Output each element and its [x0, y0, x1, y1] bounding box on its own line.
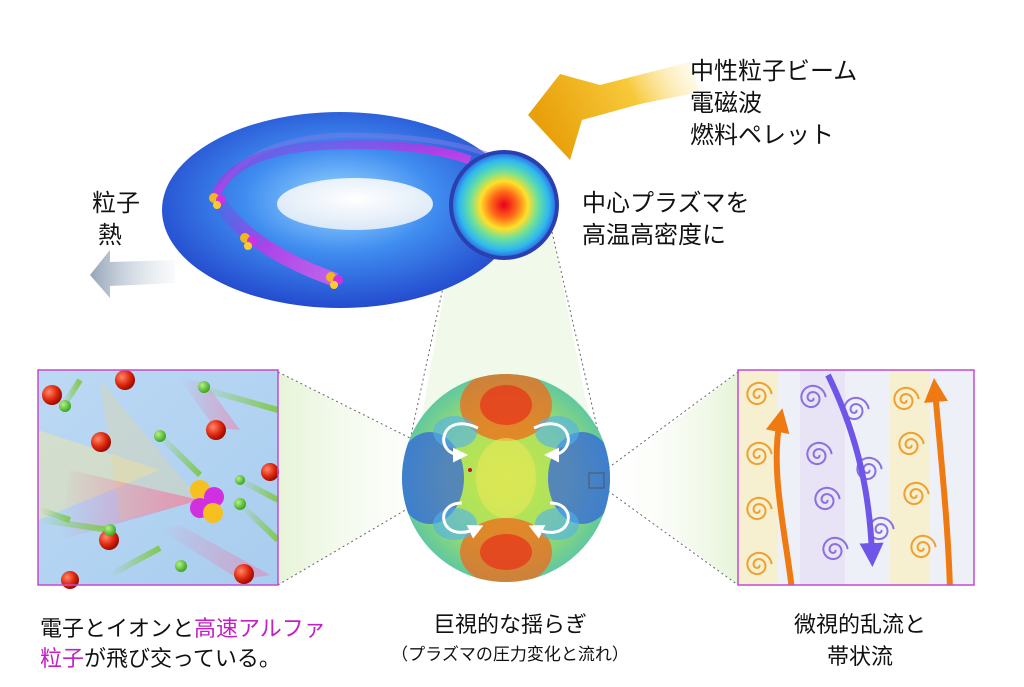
core-label-line1: 中心プラズマを: [582, 189, 750, 217]
ion: [42, 385, 62, 405]
input-label-em-wave: 電磁波: [690, 89, 762, 117]
turbulence-vortex: [814, 486, 841, 511]
turbulence-vortex: [806, 441, 833, 466]
zonal-flow-arrow-up: [765, 408, 795, 585]
input-label-fuel-pellet: 燃料ペレット: [690, 121, 834, 149]
micro-panel-title-line2: 帯状流: [826, 645, 893, 670]
zoom-box: [588, 472, 605, 489]
electron: [154, 430, 166, 442]
core-label-line2: 高温高密度に: [582, 221, 726, 249]
zonal-flow-arrow-up: [924, 378, 953, 585]
turbulence-vortex: [822, 536, 849, 561]
heating-beam-arrow: [528, 62, 700, 160]
flow-vortex-arrow: [528, 501, 570, 539]
macro-panel-title: 巨視的な揺らぎ: [432, 613, 587, 638]
zonal-flow-arrow-down: [825, 373, 884, 567]
turbulence-vortex: [746, 551, 773, 576]
electron: [235, 475, 245, 485]
macro-panel-subtitle: （プラズマの圧力変化と流れ）: [391, 645, 629, 665]
alpha-particle: [190, 480, 224, 523]
caption-text: 電子とイオンと: [40, 617, 195, 642]
turbulence-panel: [737, 369, 975, 586]
turbulence-vortex: [868, 516, 895, 541]
ion: [61, 571, 79, 589]
ion: [115, 370, 135, 390]
zoom-line: [599, 371, 739, 475]
zoom-fan-left: [278, 372, 470, 585]
ion: [261, 463, 279, 481]
zoom-fan-right: [600, 372, 738, 585]
input-label-neutral-beam: 中性粒子ビーム: [690, 57, 858, 85]
macroscopic-fluctuation-map: [402, 374, 610, 582]
loss-label-particles: 粒子: [92, 189, 140, 217]
flow-vortex-arrow: [442, 501, 484, 539]
turbulence-vortex: [746, 381, 773, 406]
flow-vortex-arrow: [533, 422, 570, 463]
turbulence-vortex: [910, 534, 937, 559]
tokamak-torus: [162, 112, 518, 308]
electron: [59, 400, 71, 412]
turbulence-vortex: [800, 384, 827, 409]
turbulence-vortex: [903, 481, 930, 506]
ion: [234, 564, 254, 584]
ion: [206, 420, 226, 440]
alpha-particle: [326, 272, 343, 289]
electron: [175, 560, 187, 572]
caption-text: が飛び交っている。: [84, 647, 281, 672]
turbulence-vortex: [746, 441, 773, 466]
ion: [99, 530, 119, 550]
alpha-orbit: [210, 140, 472, 200]
electron: [198, 381, 210, 393]
electron: [104, 524, 116, 536]
alpha-particle: [240, 233, 257, 250]
flow-vortex-arrow: [442, 422, 479, 463]
zoom-line: [551, 231, 601, 441]
particle-panel: [38, 370, 279, 589]
caption-alpha-text: 高速アルファ: [194, 617, 326, 642]
alpha-particle: [209, 193, 226, 209]
particle-panel-caption-line1: 電子とイオンと高速アルファ: [40, 616, 326, 644]
electron: [234, 498, 246, 510]
particle-panel-frame: [37, 369, 279, 586]
zoom-line: [277, 371, 471, 469]
micro-panel-title-line1: 微視的乱流と: [793, 613, 926, 638]
turbulence-vortex: [893, 386, 920, 411]
core-plasma-cross-section: [449, 150, 559, 260]
turbulence-vortex: [843, 396, 870, 421]
particle-panel-caption-line2: 粒子が飛び交っている。: [40, 646, 281, 674]
alpha-orbit: [212, 196, 339, 287]
loss-arrow: [90, 250, 175, 298]
loss-label-heat: 熱: [98, 221, 122, 249]
caption-alpha-text: 粒子: [40, 647, 85, 672]
turbulence-vortex: [898, 431, 925, 456]
ion: [91, 432, 111, 452]
turbulence-vortex: [746, 496, 773, 521]
